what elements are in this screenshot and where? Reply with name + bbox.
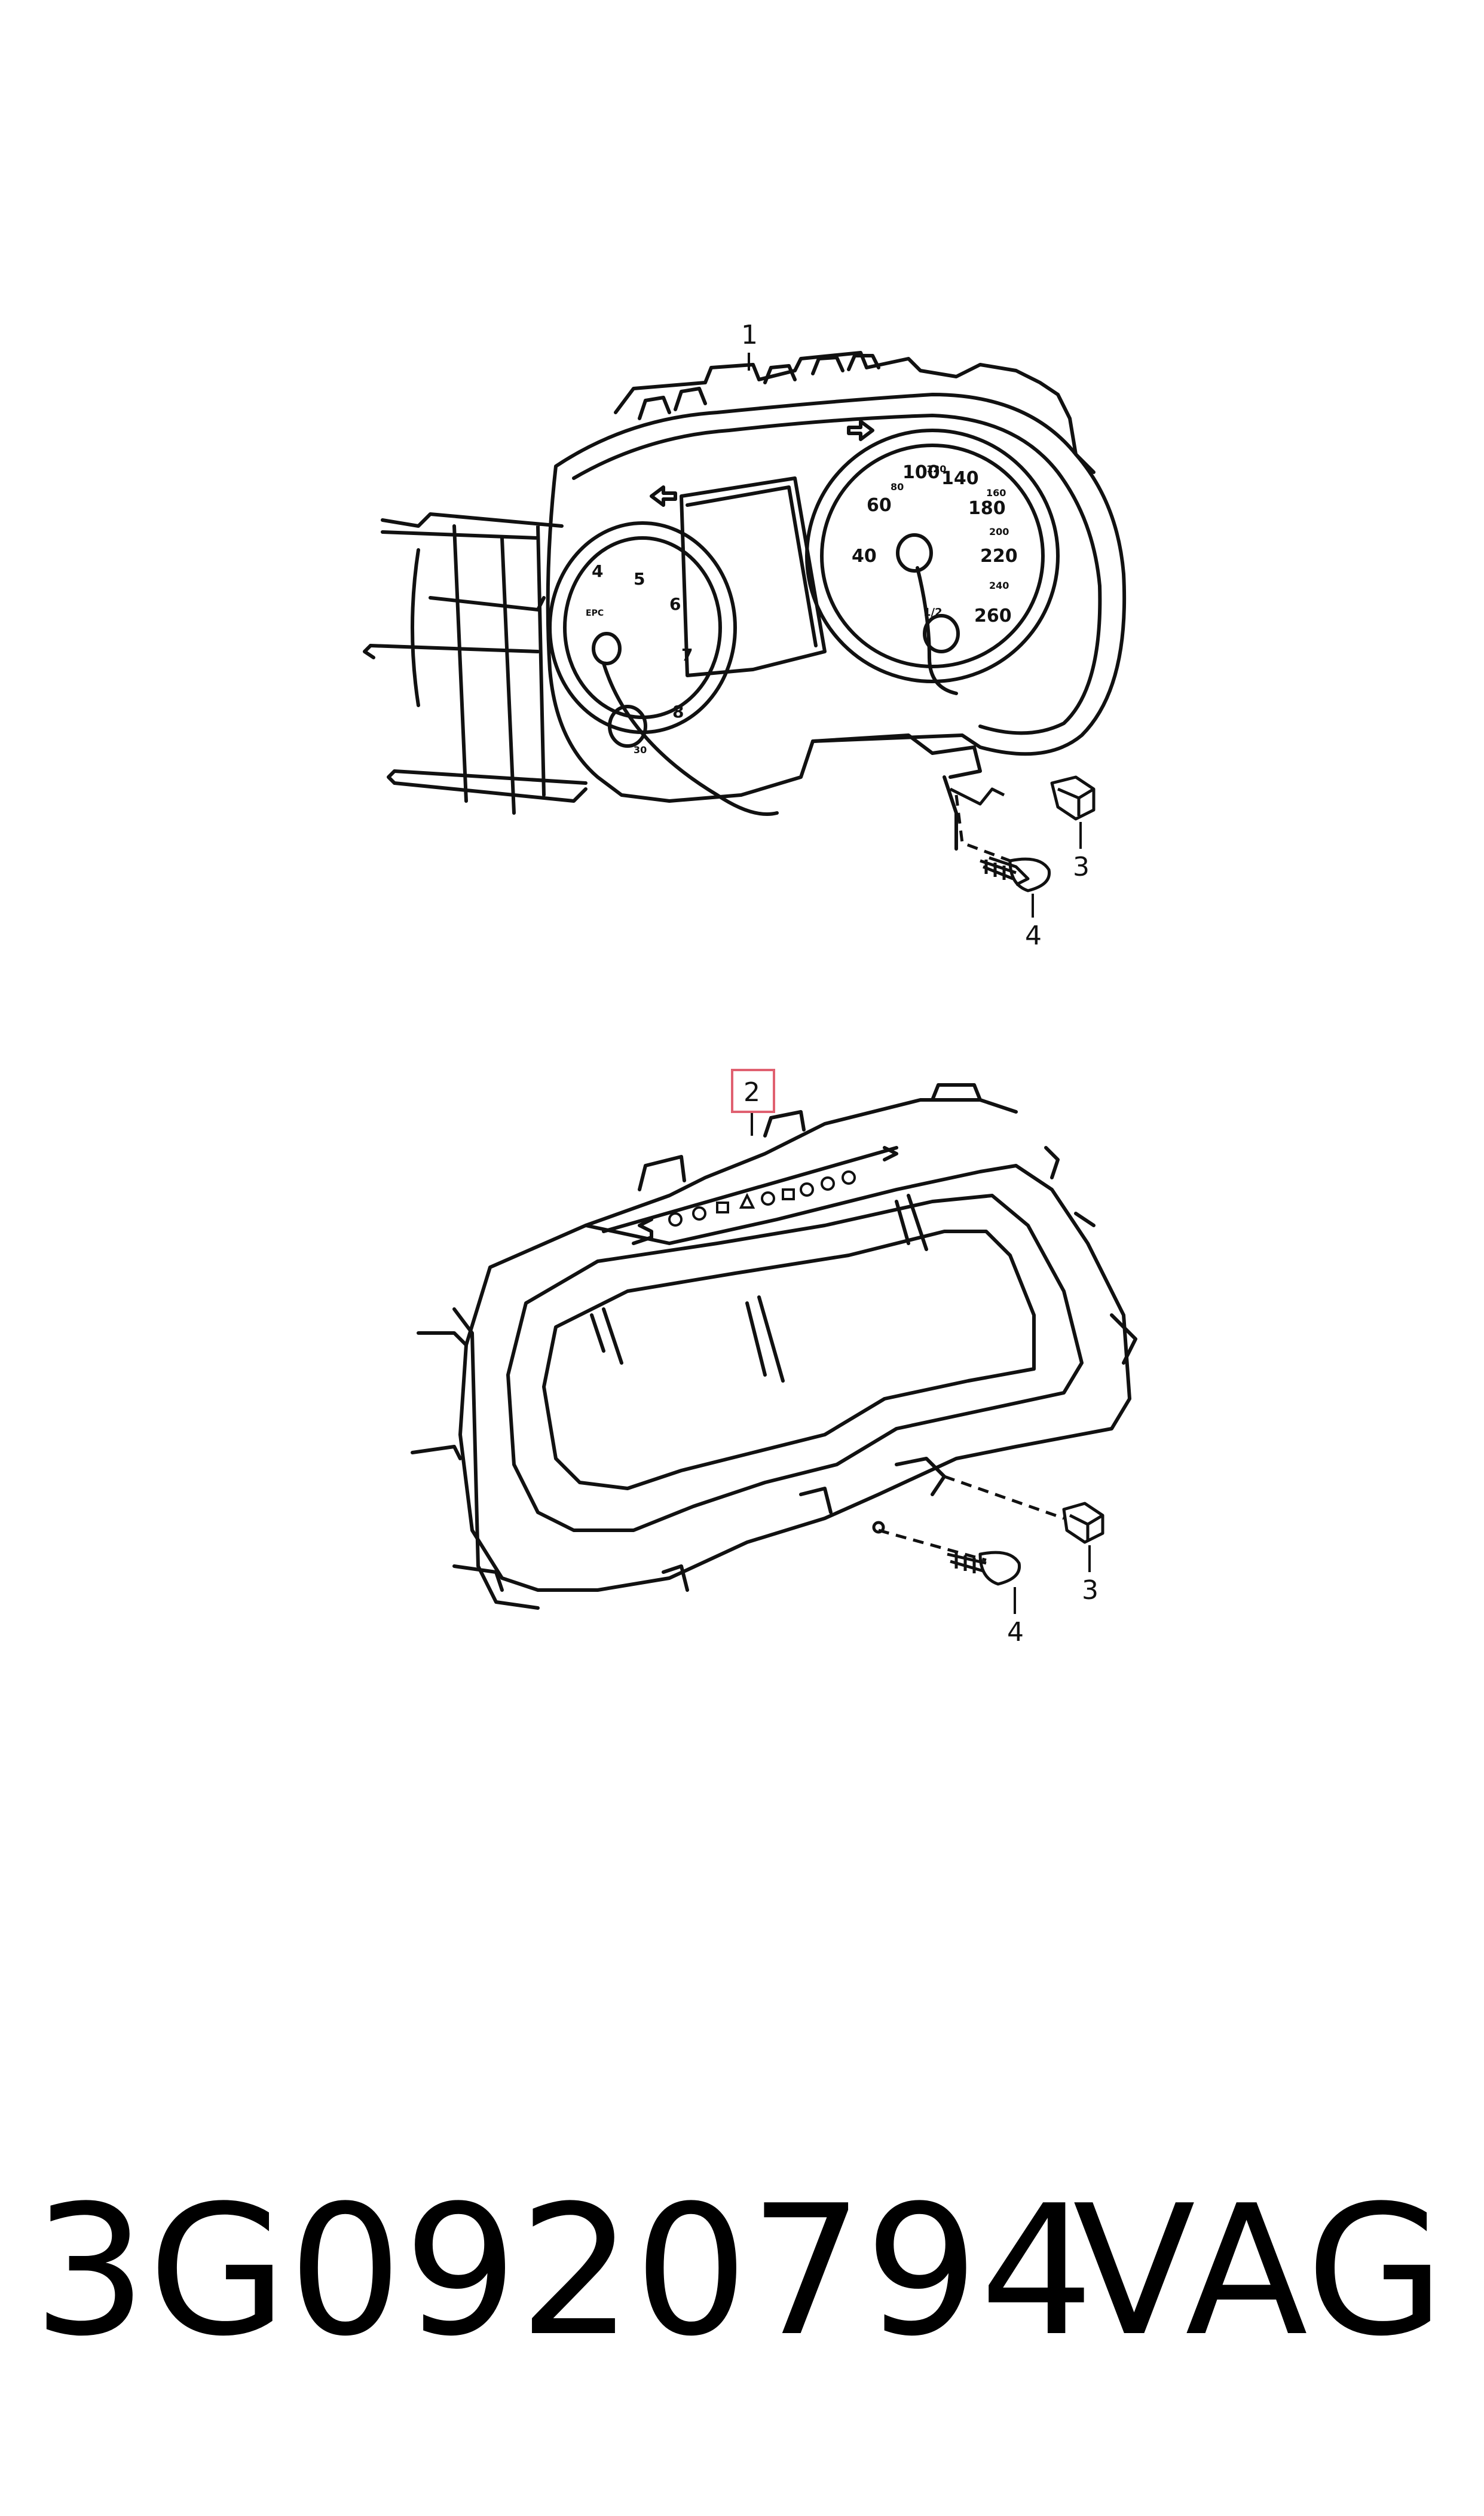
tacho-number: 5: [634, 569, 645, 589]
callout-3-top: 3: [1073, 852, 1090, 882]
telltale-icons: [668, 1170, 856, 1227]
callout-3-bottom: 3: [1082, 1575, 1099, 1606]
callout-2: 2: [743, 1077, 760, 1108]
part-number: 3G0920794: [33, 2167, 1096, 2376]
brand-label: VAG: [1073, 2167, 1446, 2376]
callout-4-top: 4: [1025, 921, 1042, 951]
mounting-hardware-top: [949, 775, 1096, 892]
speedo-number: 40: [852, 546, 877, 567]
epc-label: EPC: [586, 609, 604, 618]
small-dial-label: 30: [634, 744, 647, 756]
mounting-hardware-bottom: [872, 1475, 1104, 1586]
speedo-number: 180: [968, 498, 1006, 519]
callout-1: 1: [741, 320, 758, 350]
callout-2-highlight-box: [731, 1069, 775, 1113]
speedo-small-number: 200: [989, 526, 1009, 537]
tacho-number: 6: [669, 594, 681, 614]
speedo-number: 60: [867, 495, 892, 516]
tacho-number: 8: [672, 702, 684, 722]
speedo-small-number: 240: [989, 580, 1009, 591]
speedo-small-number: 80: [891, 481, 904, 493]
tacho-number: 7: [681, 645, 693, 665]
speedo-number: 100: [902, 462, 940, 483]
speedo-small-number: 160: [986, 487, 1006, 499]
tacho-number: 4: [592, 561, 603, 581]
analog-instrument-cluster: [363, 351, 1127, 851]
callout-4-bottom: 4: [1007, 1617, 1024, 1647]
digital-instrument-cluster: [411, 1083, 1137, 1610]
speedo-small-number: 120: [926, 463, 946, 475]
speedo-number: 260: [974, 606, 1012, 626]
fuel-label: 1/2: [923, 606, 943, 619]
speedo-number: 220: [980, 546, 1018, 567]
speedo-number: 140: [941, 468, 979, 489]
